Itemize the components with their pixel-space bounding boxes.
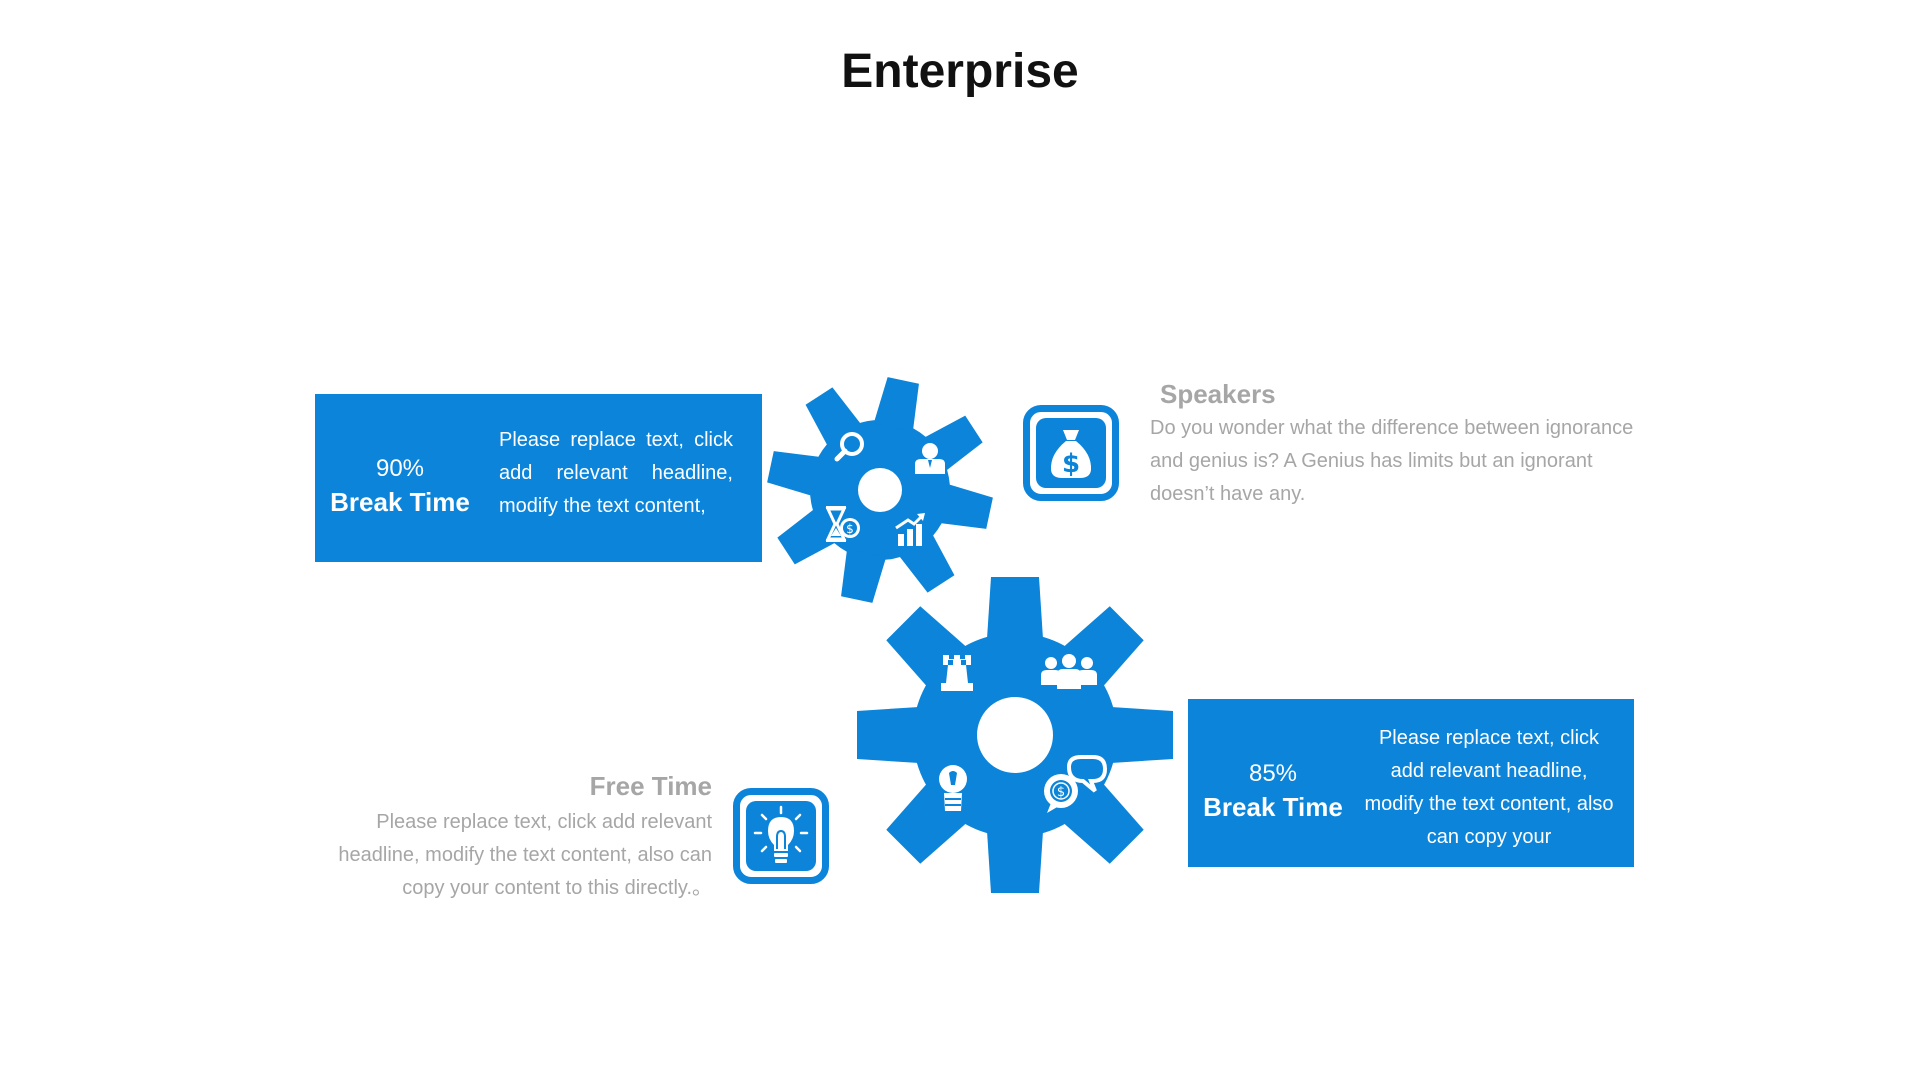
free-time-block: Free Time Please replace text, click add… [300,768,712,905]
growth-chart-icon [895,513,925,546]
free-time-text: Please replace text, click add relevant … [338,811,712,899]
gear-top: $ [767,377,993,603]
box-description: Please replace text, click add relevant … [499,429,733,517]
search-icon [834,432,864,462]
hourglass-money-icon: $ [825,506,860,542]
break-time-box-left: 90% Break Time Please replace text, clic… [315,394,762,562]
money-bag-icon-box: $ [1023,405,1119,501]
box-description: Please replace text, click add relevant … [1364,727,1614,848]
break-time-box-right: 85% Break Time Please replace text, clic… [1188,699,1634,867]
svg-text:$: $ [1057,785,1065,800]
speakers-heading: Speakers [1160,379,1276,409]
stat-percent: 90% [375,455,425,482]
svg-text:$: $ [846,522,854,536]
person-icon [915,443,945,474]
lightbulb-icon [753,805,809,863]
slide-title: Enterprise [841,45,1079,98]
idea-person-icon [939,765,967,811]
chess-rook-icon [941,655,973,691]
stat-percent: 85% [1248,760,1298,787]
stat-block: 90% Break Time [315,454,485,520]
svg-text:$: $ [1062,449,1080,479]
stat-label: Break Time [330,487,470,517]
speakers-block: Speakers Do you wonder what the differen… [1150,376,1650,511]
free-time-heading: Free Time [589,771,712,801]
team-icon [1041,654,1097,689]
gear-big: $ [857,577,1173,893]
money-chat-icon: $ [1044,755,1108,813]
lightbulb-icon-box [733,788,829,884]
money-bag-icon: $ [1050,430,1092,479]
stat-label: Break Time [1203,792,1343,822]
stat-block: 85% Break Time [1188,759,1358,825]
speakers-text: Do you wonder what the difference betwee… [1150,417,1634,505]
